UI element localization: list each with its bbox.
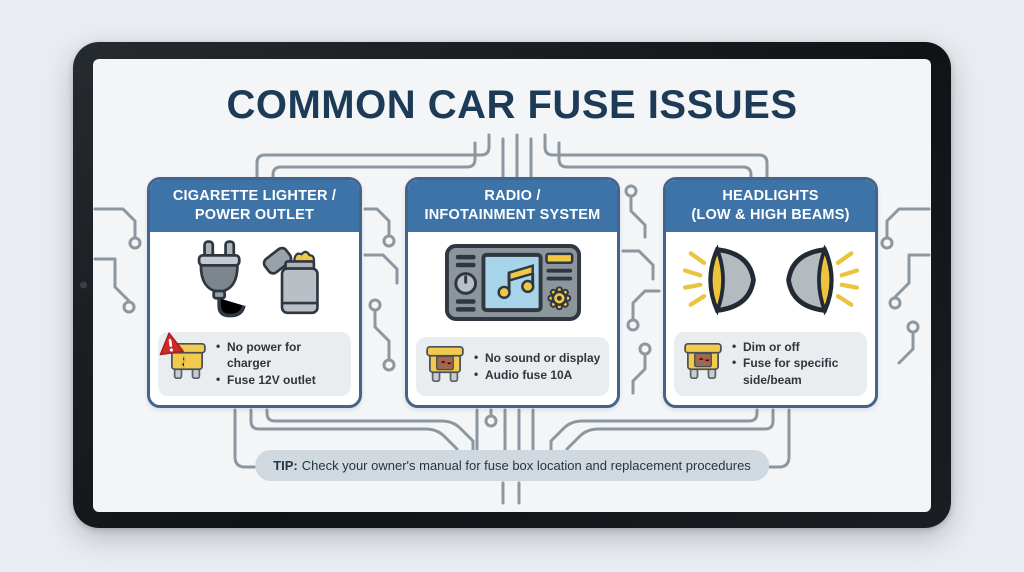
bullet-item: Audio fuse 10A: [474, 366, 600, 384]
card-title-line1: RADIO /: [484, 188, 541, 205]
radio-icon: [444, 244, 581, 321]
page-title: COMMON CAR FUSE ISSUES: [226, 83, 798, 127]
card-header: HEADLIGHTS (LOW & HIGH BEAMS): [666, 180, 875, 232]
bullet-item: Dim or off: [732, 338, 860, 356]
fuse-wrap: [159, 332, 209, 386]
circuit-traces-graphic: [93, 133, 931, 505]
bullet-item: No power for charger: [216, 338, 344, 373]
card-radio-infotainment: RADIO / INFOTAINMENT SYSTEM: [405, 177, 620, 408]
tip-text: Check your owner's manual for fuse box l…: [301, 458, 751, 473]
card-title-line2: INFOTAINMENT SYSTEM: [424, 207, 601, 223]
card-title-line1: CIGARETTE LIGHTER /: [172, 188, 337, 205]
fuse-wrap: [681, 341, 725, 386]
card-title-line2: POWER OUTLET: [194, 207, 315, 223]
bullet-item: No sound or display: [474, 349, 600, 367]
bullet-list: No power for charger Fuse 12V outlet: [216, 338, 344, 389]
screen: COMMON CAR FUSE ISSUES CIGARETTE LIGHTER…: [93, 59, 931, 512]
bullet-list: No sound or display Audio fuse 10A: [474, 349, 600, 384]
card-headlights: HEADLIGHTS (LOW & HIGH BEAMS): [663, 177, 878, 408]
card-icon-area: [150, 232, 359, 324]
card-header: CIGARETTE LIGHTER / POWER OUTLET: [150, 180, 359, 232]
fuse-wrap: [423, 344, 467, 389]
headlight-left-icon: [682, 244, 756, 316]
card-info-box: No power for charger Fuse 12V outlet: [158, 331, 351, 396]
card-header: RADIO / INFOTAINMENT SYSTEM: [408, 180, 617, 232]
card-icon-area: [666, 232, 875, 324]
card-info-box: No sound or display Audio fuse 10A: [416, 337, 609, 396]
card-title-line1: HEADLIGHTS: [722, 188, 819, 205]
bullet-item: Fuse for specific side/beam: [732, 354, 860, 389]
tablet-frame: COMMON CAR FUSE ISSUES CIGARETTE LIGHTER…: [73, 42, 951, 528]
card-cigarette-lighter: CIGARETTE LIGHTER / POWER OUTLET: [147, 177, 362, 408]
card-icon-area: [408, 232, 617, 329]
camera-dot: [80, 281, 87, 289]
plug-icon: [197, 240, 246, 318]
card-info-box: Dim or off Fuse for specific side/beam: [674, 331, 867, 396]
warning-icon: [159, 332, 184, 356]
card-title-line2: (LOW & HIGH BEAMS): [691, 207, 850, 223]
bullet-list: Dim or off Fuse for specific side/beam: [732, 338, 860, 389]
fuse-icon: [426, 345, 464, 383]
tip-label: TIP:: [273, 458, 298, 473]
tip-banner: TIP:Check your owner's manual for fuse b…: [255, 450, 769, 481]
headlight-right-icon: [785, 244, 859, 316]
fuse-icon: [684, 343, 722, 380]
cards-row: CIGARETTE LIGHTER / POWER OUTLET: [147, 177, 878, 408]
bullet-item: Fuse 12V outlet: [216, 371, 344, 389]
lighter-icon: [262, 246, 319, 314]
